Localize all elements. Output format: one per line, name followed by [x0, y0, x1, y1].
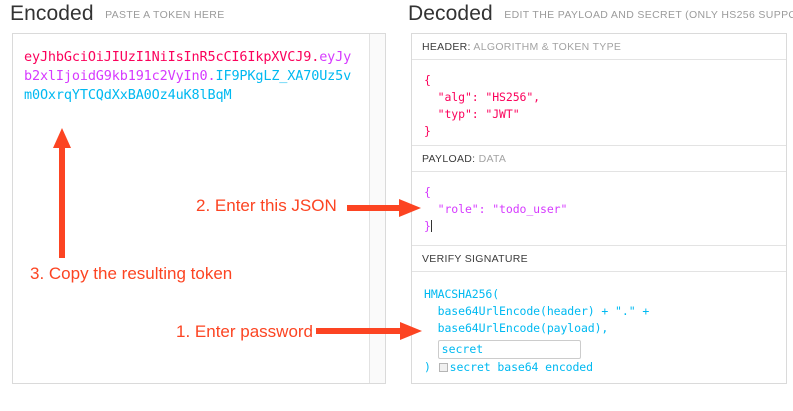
header-json-editor[interactable]: { "alg": "HS256", "typ": "JWT" }	[412, 60, 786, 146]
signature-editor: HMACSHA256( base64UrlEncode(header) + ".…	[412, 272, 786, 383]
token-signature-segment: IF9PKgLZ_XA70Uz5vm0OxrqYTCQdXxBA0Oz4uK8l…	[24, 68, 352, 103]
token-payload-segment: eyJyb2xlIjoidG9kb191c2VyIn0	[24, 49, 352, 84]
header-section-label-dim: ALGORITHM & TOKEN TYPE	[470, 41, 622, 53]
text-caret	[430, 220, 432, 232]
payload-section-label: PAYLOAD: DATA	[412, 146, 786, 172]
payload-section-label-dim: DATA	[475, 153, 507, 165]
encoded-title: Encoded	[10, 2, 94, 25]
hmac-line-3: base64UrlEncode(payload),	[424, 321, 609, 335]
closing-paren: )	[424, 359, 431, 374]
secret-input[interactable]	[437, 339, 581, 359]
encoded-subtitle: PASTE A TOKEN HERE	[105, 9, 225, 21]
annotation-step-1: 1. Enter password	[176, 322, 314, 341]
signature-section-label-strong: VERIFY SIGNATURE	[422, 253, 528, 265]
decoded-subtitle: EDIT THE PAYLOAD AND SECRET (ONLY HS256 …	[504, 9, 793, 21]
payload-json-text: { "role": "todo_user" }	[424, 185, 568, 233]
encoded-token-text[interactable]: eyJhbGciOiJIUzI1NiIsInR5cCI6IkpXVCJ9.eyJ…	[24, 48, 354, 105]
secret-base64-checkbox[interactable]	[438, 362, 448, 372]
header-section-label: HEADER: ALGORITHM & TOKEN TYPE	[412, 34, 786, 60]
encoded-column-heading: Encoded PASTE A TOKEN HERE	[10, 2, 225, 26]
token-header-segment: eyJhbGciOiJIUzI1NiIsInR5cCI6IkpXVCJ9	[24, 49, 312, 65]
token-dot-2: .	[207, 68, 216, 84]
payload-section-label-strong: PAYLOAD:	[422, 153, 476, 165]
annotation-step-3: 3. Copy the resulting token	[30, 264, 233, 283]
hmac-line-2: base64UrlEncode(header) + "." +	[424, 304, 650, 318]
signature-section-label: VERIFY SIGNATURE	[412, 246, 786, 272]
annotation-step-2: 2. Enter this JSON	[196, 196, 337, 215]
decoded-column-heading: Decoded EDIT THE PAYLOAD AND SECRET (ONL…	[408, 2, 793, 26]
token-dot-1: .	[311, 49, 320, 65]
header-section-label-strong: HEADER:	[422, 41, 471, 53]
secret-base64-label: secret base64 encoded	[449, 359, 593, 374]
hmac-line-1: HMACSHA256(	[424, 287, 500, 301]
encoded-panel-scrollbar[interactable]	[369, 34, 385, 383]
decoded-panel: HEADER: ALGORITHM & TOKEN TYPE { "alg": …	[411, 33, 787, 384]
payload-json-editor[interactable]: { "role": "todo_user" }	[412, 172, 786, 246]
decoded-title: Decoded	[408, 2, 493, 25]
